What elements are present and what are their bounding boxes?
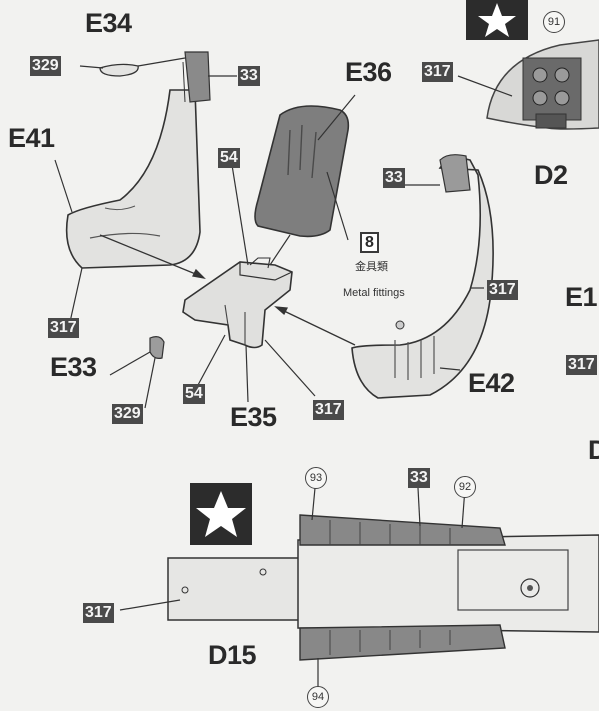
star-marker-top (466, 0, 528, 40)
paint-code-317: 317 (83, 603, 114, 623)
label-e34: E34 (85, 8, 132, 38)
metal-fittings-jp: 金具類 (355, 261, 388, 273)
paint-code-317: 317 (566, 355, 597, 375)
paint-code-8: 8 (360, 232, 379, 253)
paint-code-329: 329 (30, 56, 61, 76)
label-e1: E1 (565, 282, 598, 312)
paint-code-33: 33 (383, 168, 405, 188)
leader-lines (54, 57, 484, 690)
paint-code-329: 329 (112, 404, 143, 424)
cushion-e36 (254, 105, 350, 238)
cockpit-floor-d15 (167, 514, 599, 661)
instrument-panel-d2 (486, 39, 599, 130)
assembly-arrows (99, 234, 356, 346)
label-d-partial: D (588, 435, 599, 465)
seat-back-e41 (65, 51, 211, 269)
seat-side-e42 (351, 154, 494, 399)
part-e34 (99, 63, 139, 77)
decal-number: 91 (543, 11, 565, 33)
star-marker-bottom (190, 483, 252, 545)
paint-code-317: 317 (313, 400, 344, 420)
paint-code-33: 33 (408, 468, 430, 488)
decal-number: 92 (454, 476, 476, 498)
seat-base-e35 (182, 257, 293, 349)
paint-code-33: 33 (238, 66, 260, 86)
paint-code-317: 317 (422, 62, 453, 82)
part-e33 (149, 336, 165, 359)
decal-number: 94 (307, 686, 329, 708)
paint-code-54: 54 (218, 148, 240, 168)
paint-code-317: 317 (487, 280, 518, 300)
decal-number: 93 (305, 467, 327, 489)
paint-code-54: 54 (183, 384, 205, 404)
label-d15: D15 (208, 640, 257, 670)
label-e41: E41 (8, 123, 55, 153)
label-e33: E33 (50, 352, 97, 382)
label-d2: D2 (534, 160, 568, 190)
metal-fittings-en: Metal fittings (343, 287, 405, 299)
label-e42: E42 (468, 368, 515, 398)
paint-code-317: 317 (48, 318, 79, 338)
label-e35: E35 (230, 402, 277, 432)
label-e36: E36 (345, 57, 392, 87)
